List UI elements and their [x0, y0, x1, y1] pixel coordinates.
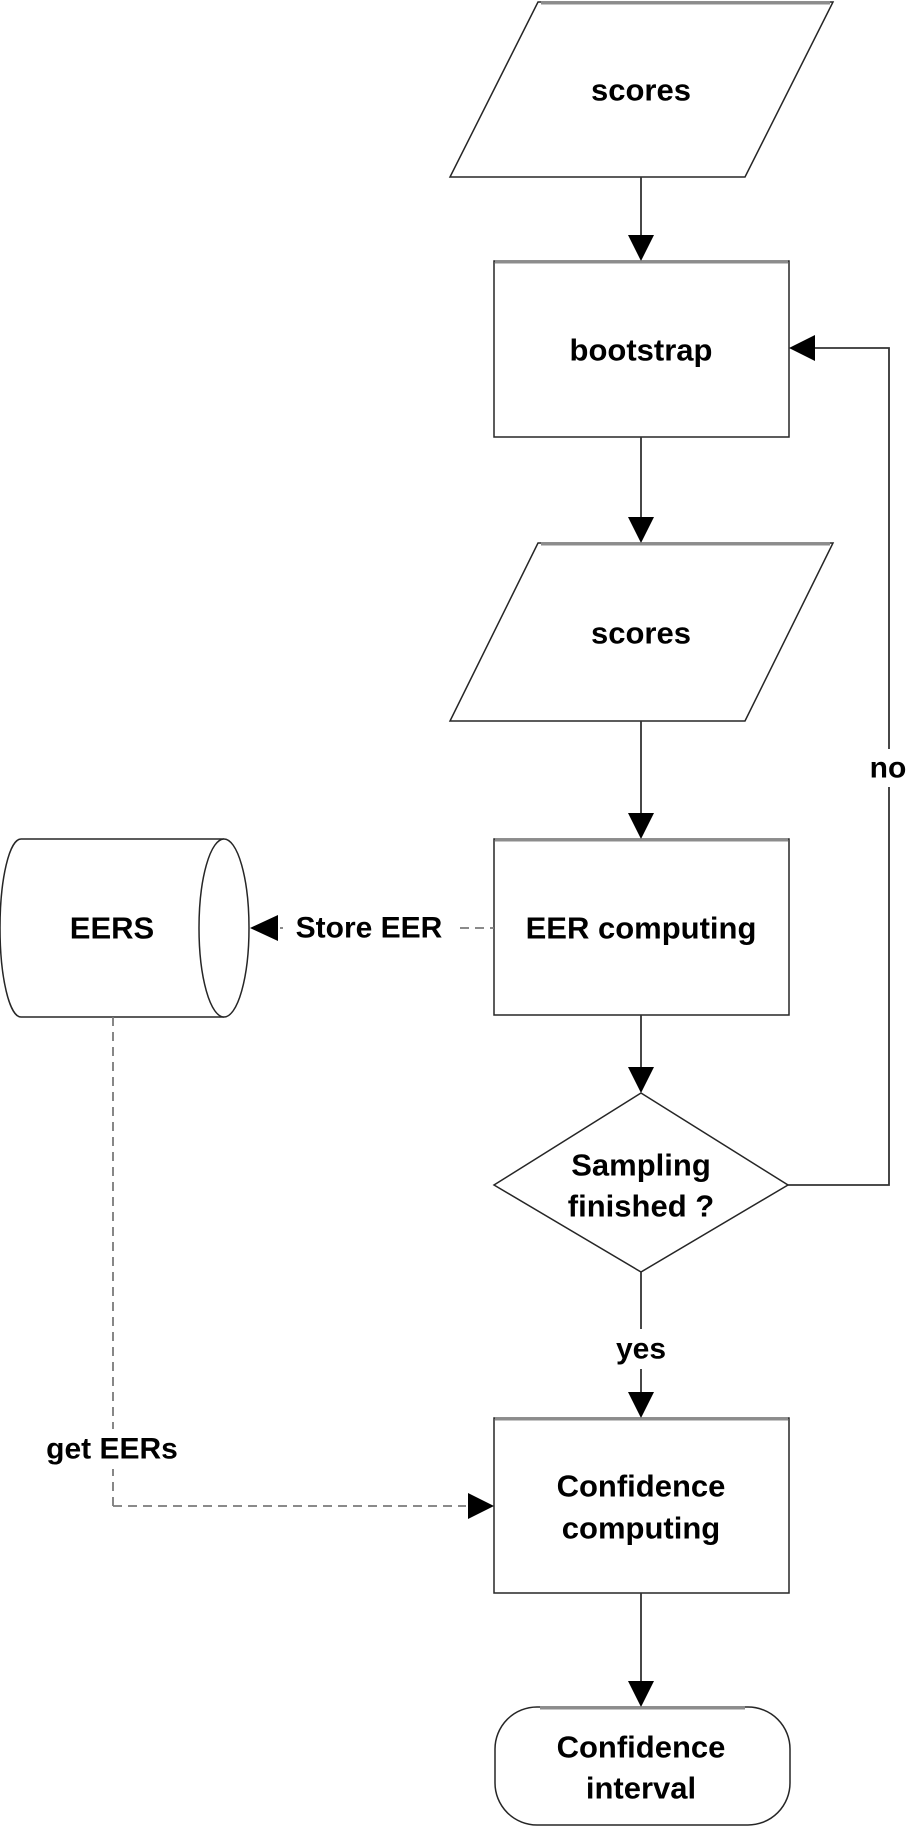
yes-label: yes: [616, 1333, 666, 1366]
node-eer-computing: [493, 838, 790, 1016]
node-bootstrap: [493, 260, 790, 438]
node-eers-database-cap: [198, 838, 250, 1018]
node-sampling-finished-label-line1: Sampling: [571, 1148, 711, 1183]
node-resampled-scores-label: scores: [591, 616, 691, 651]
node-input-scores-label: scores: [591, 73, 691, 108]
arrow-down-icon: [628, 813, 654, 839]
arrow-right-icon: [468, 1493, 494, 1519]
arrow-down-icon: [628, 1681, 654, 1707]
node-confidence-computing-label-line2: computing: [562, 1511, 720, 1546]
node-sampling-finished-label-line2: finished ?: [568, 1189, 714, 1224]
store-eer-label: Store EER: [296, 912, 443, 945]
no-label: no: [870, 752, 907, 785]
yes-label-background: [610, 1329, 672, 1369]
node-confidence-interval-label-line1: Confidence: [557, 1730, 726, 1765]
arrow-down-icon: [628, 1067, 654, 1093]
node-eers-database-label: EERS: [70, 911, 154, 946]
arrow-left-icon: [250, 915, 278, 941]
node-confidence-interval: [494, 1706, 791, 1826]
arrow-left-icon: [789, 335, 815, 361]
node-confidence-computing: [493, 1417, 790, 1594]
arrow-down-icon: [628, 235, 654, 261]
store-eer-label-background: [283, 909, 455, 947]
get-eers-label: get EERs: [46, 1433, 178, 1466]
get-eers-label-background: [34, 1429, 190, 1469]
node-eer-computing-label: EER computing: [526, 911, 757, 946]
node-sampling-finished: [492, 1092, 790, 1273]
node-confidence-interval-label-line2: interval: [586, 1771, 696, 1806]
node-bootstrap-label: bootstrap: [570, 333, 713, 368]
no-label-background: [868, 749, 909, 787]
node-confidence-computing-label-line1: Confidence: [557, 1469, 726, 1504]
arrow-down-icon: [628, 517, 654, 543]
arrow-down-icon: [628, 1392, 654, 1418]
node-eers-database-body: [0, 838, 224, 1018]
